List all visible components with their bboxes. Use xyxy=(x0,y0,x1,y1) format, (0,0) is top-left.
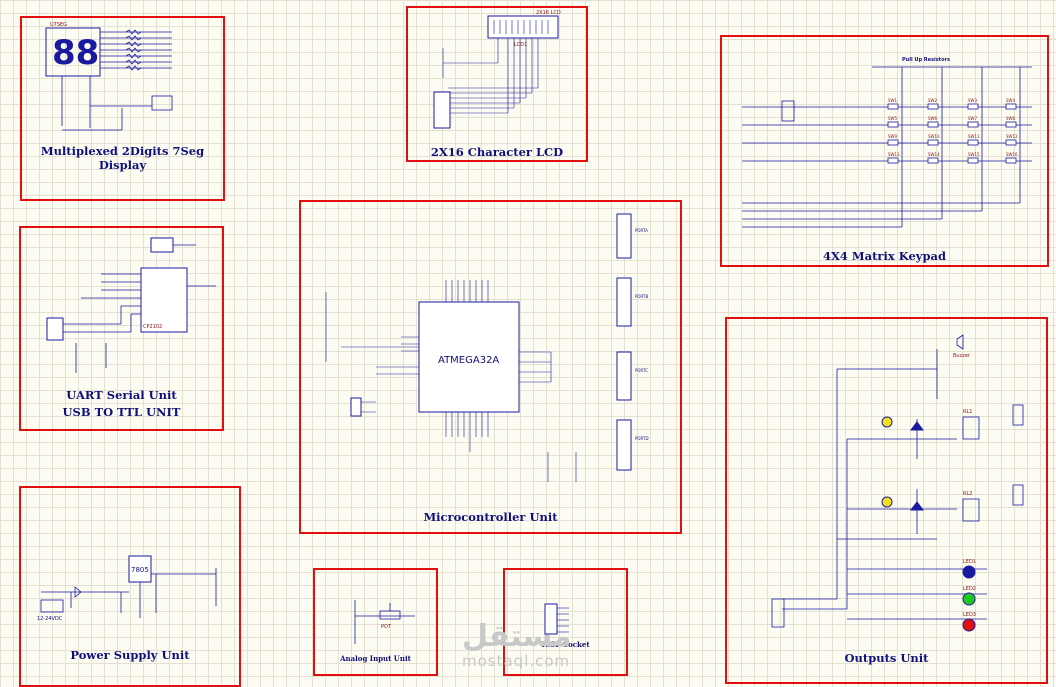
block-analog: POT Analog Input Unit xyxy=(313,568,438,676)
keypad-switch xyxy=(967,121,979,128)
outputs-relay2-label: RL2 xyxy=(963,491,972,497)
uart-title-line2: USB TO TTL UNIT xyxy=(62,405,181,419)
7seg-title: Multiplexed 2Digits 7Seg Display xyxy=(40,144,205,172)
keypad-switch xyxy=(1005,157,1017,164)
keypad-switch-label: SW1 xyxy=(888,98,897,103)
keypad-switch xyxy=(887,121,899,128)
keypad-switch-label: SW8 xyxy=(1006,116,1015,121)
block-outputs: Buzzer RL1 RL2 LED1 LED2 LED3 Outputs Un… xyxy=(725,317,1048,684)
keypad-switch-label: SW2 xyxy=(928,98,937,103)
keypad-switch-label: SW7 xyxy=(968,116,977,121)
keypad-switch xyxy=(967,139,979,146)
keypad-switch xyxy=(967,103,979,110)
seg-digits: 88 xyxy=(52,33,99,73)
mcu-chip-label: ATMEGA32A xyxy=(438,355,499,366)
keypad-switch-label: SW3 xyxy=(968,98,977,103)
keypad-switch-label: SW16 xyxy=(1006,152,1018,157)
keypad-switch-label: SW6 xyxy=(928,116,937,121)
block-uart: CP2102 UART Serial Unit USB TO TTL UNIT xyxy=(19,226,224,431)
block-icsp: ICSP Socket xyxy=(503,568,628,676)
outputs-led2-label: LED2 xyxy=(963,586,976,592)
keypad-switch-label: SW12 xyxy=(1006,134,1018,139)
icsp-title: ICSP Socket xyxy=(541,640,590,649)
mcu-port-a: PORTA xyxy=(635,228,648,233)
keypad-switch xyxy=(1005,103,1017,110)
uart-ic-label: CP2102 xyxy=(143,324,162,330)
keypad-switch xyxy=(1005,121,1017,128)
outputs-led1-label: LED1 xyxy=(963,559,976,565)
uart-title-line1: UART Serial Unit xyxy=(66,388,177,402)
keypad-switch xyxy=(927,139,939,146)
7seg-circuit: 88 U7SEG xyxy=(45,22,173,131)
analog-circuit: POT xyxy=(354,600,415,644)
mcu-port-c: PORTC xyxy=(635,368,648,373)
block-7seg-display: 88 U7SEG Multiplexed 2Digits 7Seg Displa… xyxy=(20,16,225,201)
keypad-switch xyxy=(887,139,899,146)
block-mcu: ATMEGA32A PORTA PORTB PORTC xyxy=(299,200,682,534)
outputs-title: Outputs Unit xyxy=(844,651,929,665)
keypad-switch xyxy=(967,157,979,164)
keypad-switch xyxy=(927,157,939,164)
outputs-circuit: Buzzer RL1 RL2 LED1 LED2 LED3 xyxy=(771,334,1024,632)
icsp-circuit xyxy=(544,603,569,635)
analog-title: Analog Input Unit xyxy=(340,654,411,663)
mcu-circuit: ATMEGA32A PORTA PORTB PORTC xyxy=(325,213,649,482)
keypad-switch-label: SW9 xyxy=(888,134,897,139)
outputs-relay1-label: RL1 xyxy=(963,409,972,415)
keypad-switch-label: SW14 xyxy=(928,152,940,157)
lcd-title: 2X16 Character LCD xyxy=(430,145,564,159)
keypad-switch-label: SW11 xyxy=(968,134,980,139)
keypad-switch-label: SW4 xyxy=(1006,98,1015,103)
keypad-switch-label: SW10 xyxy=(928,134,940,139)
block-lcd: 2X16 LCD LCD1 2X16 Character LCD xyxy=(406,6,588,162)
lcd-circuit: 2X16 LCD LCD1 xyxy=(433,10,561,129)
power-circuit: 7805 12-24VDC xyxy=(37,555,217,622)
keypad-header-label: Pull Up Resistors xyxy=(902,57,950,63)
keypad-title: 4X4 Matrix Keypad xyxy=(823,249,946,263)
uart-circuit: CP2102 xyxy=(46,237,216,373)
keypad-switch-label: SW13 xyxy=(888,152,900,157)
mcu-title: Microcontroller Unit xyxy=(423,510,558,524)
power-title: Power Supply Unit xyxy=(70,648,190,662)
mcu-port-d: PORTD xyxy=(635,436,649,441)
lcd-part-label: 2X16 LCD xyxy=(536,10,561,16)
power-regulator-label: 7805 xyxy=(131,566,149,574)
outputs-buzzer-label: Buzzer xyxy=(953,353,971,359)
power-input-label: 12-24VDC xyxy=(37,616,63,622)
watermark-arabic: مستقل xyxy=(462,619,572,654)
keypad-switch-label: SW15 xyxy=(968,152,980,157)
outputs-led3-label: LED3 xyxy=(963,612,976,618)
lcd-pin-label: LCD1 xyxy=(514,42,527,48)
analog-part-label: POT xyxy=(381,624,392,630)
keypad-switch xyxy=(887,157,899,164)
mcu-port-b: PORTB xyxy=(635,294,648,299)
watermark-latin: mostaql.com xyxy=(462,652,571,670)
keypad-switch-label: SW5 xyxy=(888,116,897,121)
keypad-switch xyxy=(927,103,939,110)
seg-part-label: U7SEG xyxy=(50,22,67,28)
watermark: مستقل mostaql.com xyxy=(462,619,572,671)
keypad-switch xyxy=(887,103,899,110)
keypad-switch xyxy=(927,121,939,128)
keypad-switch xyxy=(1005,139,1017,146)
block-power: 7805 12-24VDC Power Supply Unit xyxy=(19,486,241,687)
